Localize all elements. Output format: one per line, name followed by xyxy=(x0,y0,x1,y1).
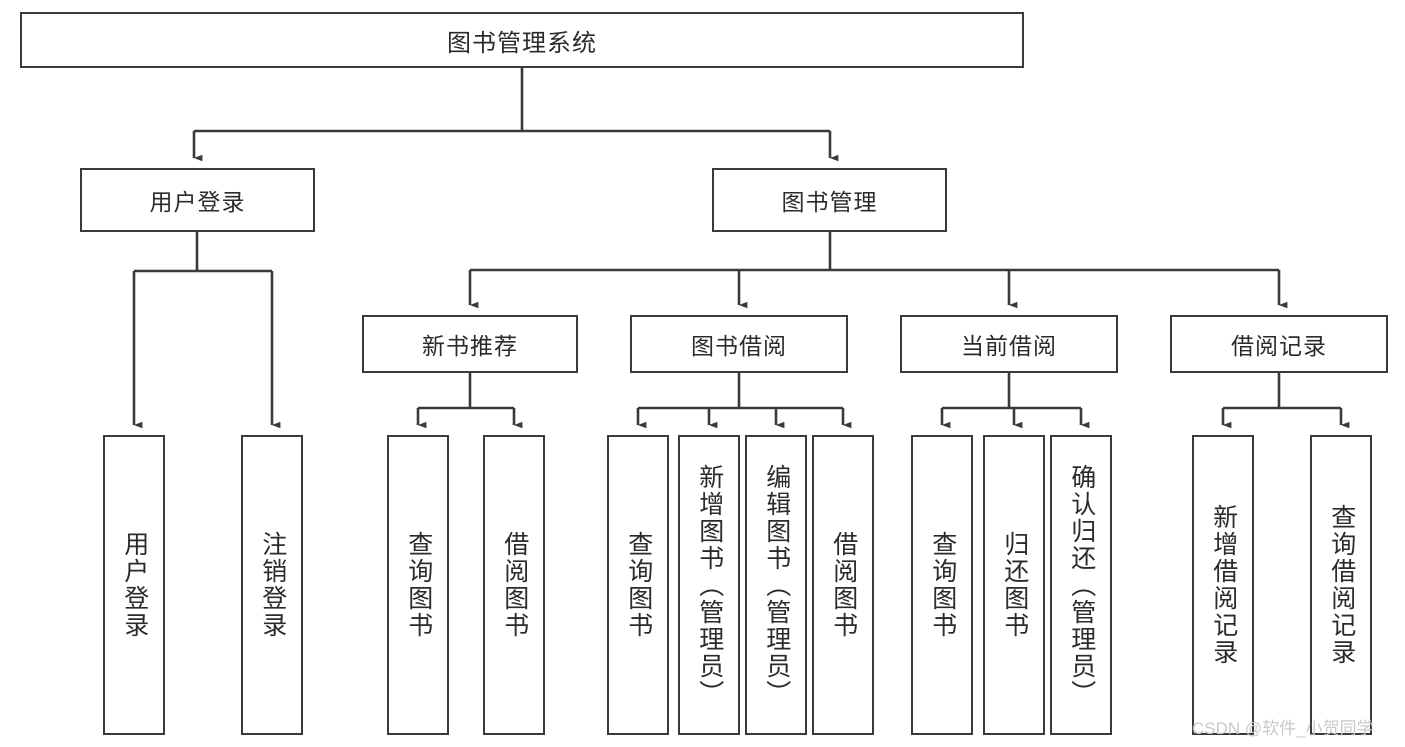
csdn-watermark: CSDN @软件_小贺同学 xyxy=(1192,719,1374,738)
leaf-borrow-book-recommend[interactable]: 借阅图书 xyxy=(483,435,545,735)
node-label: 确认归还（管理员） xyxy=(1067,463,1096,707)
node-label: 查询图书 xyxy=(928,531,957,639)
node-label: 新书推荐 xyxy=(422,333,518,359)
node-label: 编辑图书（管理员） xyxy=(762,463,791,707)
node-new-book-recommend[interactable]: 新书推荐 xyxy=(362,315,578,373)
node-label: 图书借阅 xyxy=(691,333,787,359)
leaf-borrow-book[interactable]: 借阅图书 xyxy=(812,435,874,735)
node-label: 借阅记录 xyxy=(1231,333,1327,359)
leaf-confirm-return-admin[interactable]: 确认归还（管理员） xyxy=(1050,435,1112,735)
node-borrow-record[interactable]: 借阅记录 xyxy=(1170,315,1388,373)
leaf-query-borrow-record[interactable]: 查询借阅记录 xyxy=(1310,435,1372,735)
leaf-return-book[interactable]: 归还图书 xyxy=(983,435,1045,735)
leaf-query-book-borrow[interactable]: 查询图书 xyxy=(607,435,669,735)
node-root-system[interactable]: 图书管理系统 xyxy=(20,12,1024,68)
leaf-add-borrow-record[interactable]: 新增借阅记录 xyxy=(1192,435,1254,735)
node-label: 查询图书 xyxy=(624,531,653,639)
node-label: 用户登录 xyxy=(149,189,246,215)
node-label: 注销登录 xyxy=(258,531,287,639)
node-label: 借阅图书 xyxy=(829,531,858,639)
leaf-user-login[interactable]: 用户登录 xyxy=(103,435,165,735)
node-book-borrow[interactable]: 图书借阅 xyxy=(630,315,848,373)
node-label: 查询图书 xyxy=(404,531,433,639)
node-book-management[interactable]: 图书管理 xyxy=(712,168,947,232)
leaf-add-book-admin[interactable]: 新增图书（管理员） xyxy=(678,435,740,735)
node-label: 归还图书 xyxy=(1000,531,1029,639)
node-label: 图书管理 xyxy=(781,189,878,215)
node-label: 新增借阅记录 xyxy=(1209,504,1238,666)
node-user-login[interactable]: 用户登录 xyxy=(80,168,315,232)
leaf-query-book-recommend[interactable]: 查询图书 xyxy=(387,435,449,735)
node-label: 用户登录 xyxy=(120,531,149,639)
node-label: 当前借阅 xyxy=(961,333,1057,359)
leaf-edit-book-admin[interactable]: 编辑图书（管理员） xyxy=(745,435,807,735)
node-label: 图书管理系统 xyxy=(447,29,597,57)
node-label: 借阅图书 xyxy=(500,531,529,639)
node-current-borrow[interactable]: 当前借阅 xyxy=(900,315,1118,373)
leaf-query-book-current[interactable]: 查询图书 xyxy=(911,435,973,735)
leaf-user-logout[interactable]: 注销登录 xyxy=(241,435,303,735)
node-label: 新增图书（管理员） xyxy=(695,463,724,707)
node-label: 查询借阅记录 xyxy=(1327,504,1356,666)
